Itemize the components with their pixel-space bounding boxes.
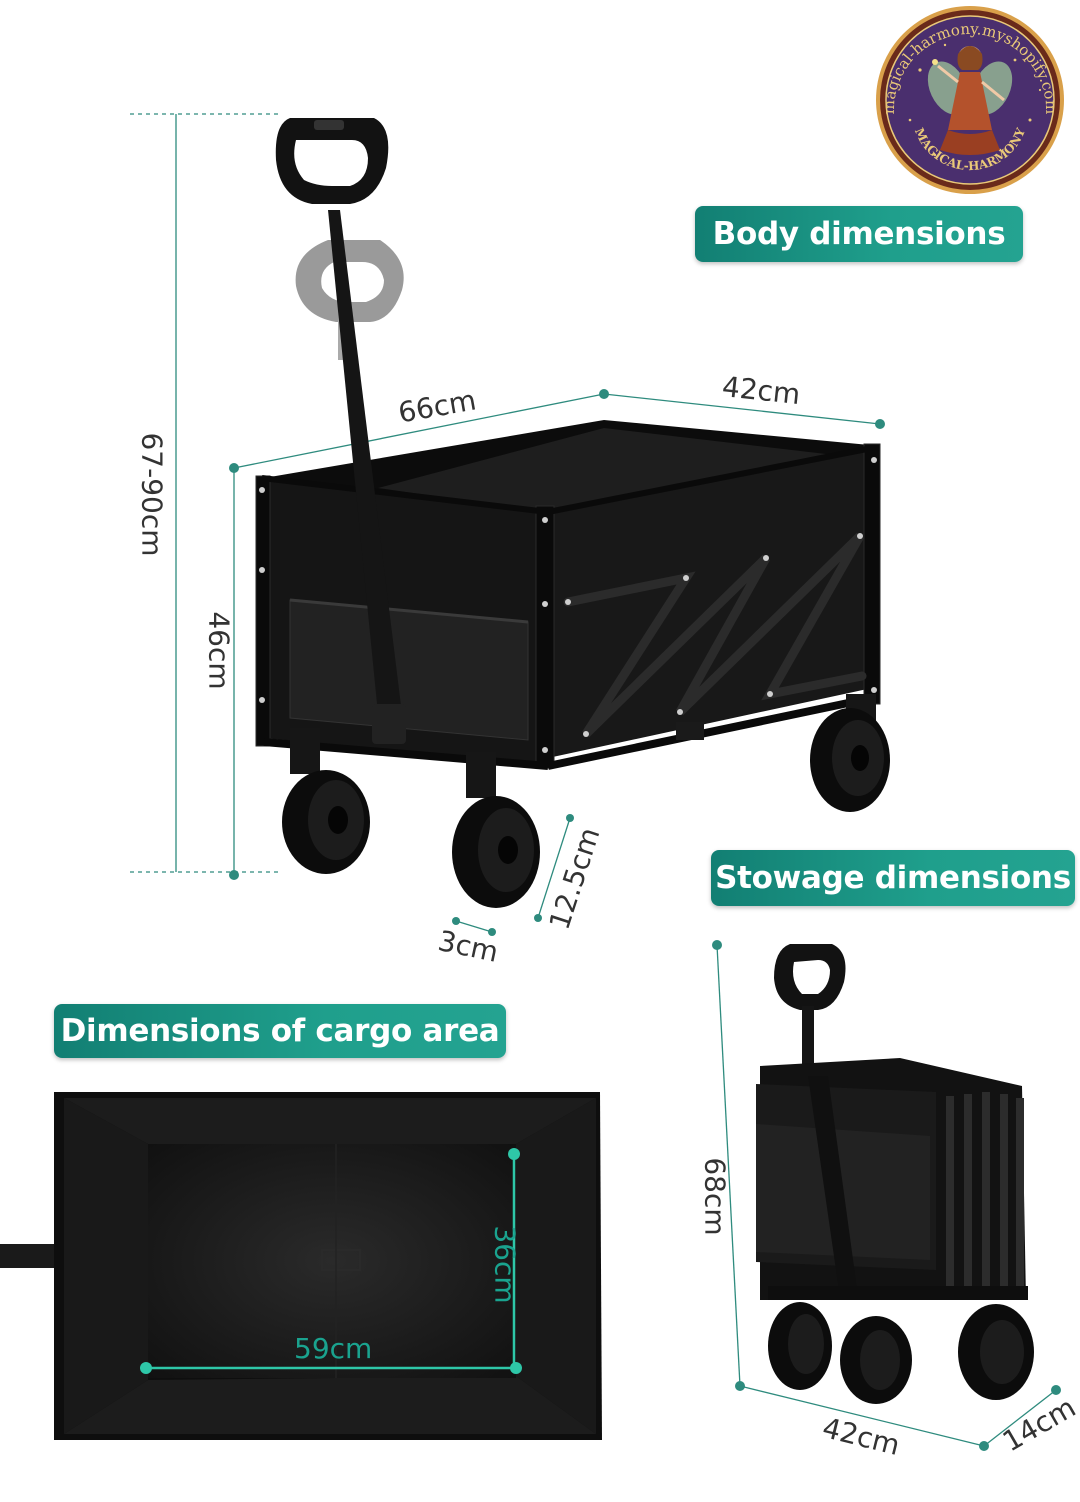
heading-stowage-dimensions: Stowage dimensions bbox=[711, 850, 1075, 906]
wagon-body-image bbox=[255, 118, 890, 908]
wheel-front-right bbox=[452, 752, 540, 908]
label-cargo-width: 36cm bbox=[488, 1225, 522, 1304]
label-stowage-height: 68cm bbox=[698, 1157, 732, 1236]
body-dimension-lines bbox=[130, 113, 885, 936]
fairy-icon bbox=[927, 46, 1013, 155]
brand-logo: magical-harmony.myshopify.com MAGICAL-HA… bbox=[876, 6, 1064, 194]
stowage-dimension-lines bbox=[712, 940, 1061, 1451]
cargo-dimension-lines bbox=[140, 1148, 522, 1374]
label-body-height: 46cm bbox=[202, 611, 236, 690]
heading-body-dimensions: Body dimensions bbox=[695, 206, 1023, 262]
heading-cargo-dimensions: Dimensions of cargo area bbox=[54, 1004, 506, 1058]
label-total-height: 67-90cm bbox=[135, 432, 169, 557]
label-cargo-length: 59cm bbox=[294, 1332, 373, 1365]
cargo-area-image bbox=[0, 1092, 602, 1440]
wheel-front-left bbox=[282, 728, 370, 874]
wagon-folded-image bbox=[756, 944, 1034, 1404]
wheel-back-right bbox=[810, 694, 890, 812]
